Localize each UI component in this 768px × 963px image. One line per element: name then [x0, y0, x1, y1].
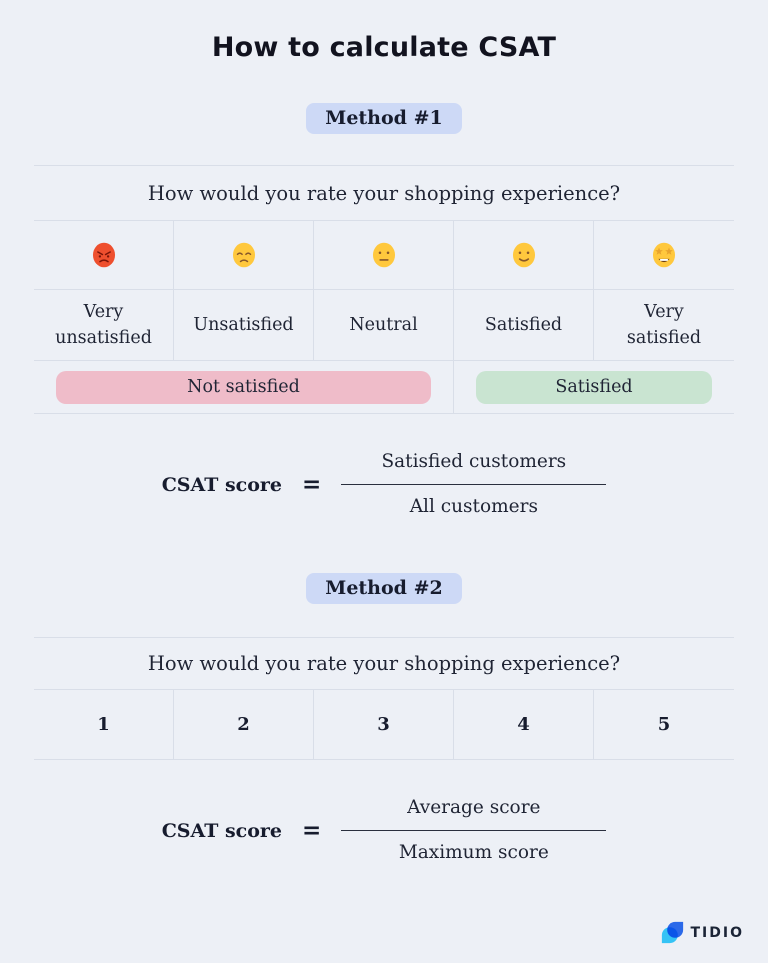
formula1-denominator: All customers [409, 496, 538, 517]
satisfied-group: Satisfied [454, 361, 734, 413]
disappointed-face-icon [232, 242, 255, 268]
tidio-branding: TIDIO [661, 921, 745, 944]
formula2-numerator: Average score [341, 796, 607, 831]
scale-cell-1 [34, 221, 174, 289]
formula1-numerator: Satisfied customers [341, 450, 607, 485]
formula2-lhs: CSAT score [161, 819, 283, 842]
formula2-fraction: Average score Maximum score [341, 796, 607, 865]
scale-label-3: Neutral [314, 290, 454, 360]
scale-number-2: 2 [174, 690, 314, 759]
satisfied-pill: Satisfied [476, 370, 712, 404]
label-scale-row: Very unsatisfied Unsatisfied Neutral Sat… [34, 290, 734, 361]
formula2-denominator: Maximum score [398, 842, 549, 863]
csat-formula-method1: CSAT score = Satisfied customers All cus… [0, 450, 768, 519]
scale-cell-4 [454, 221, 594, 289]
not-satisfied-pill: Not satisfied [56, 370, 431, 404]
star-struck-face-icon [652, 242, 676, 268]
scale-cell-5 [594, 221, 734, 289]
method2-rating-table: How would you rate your shopping experie… [34, 637, 734, 760]
numeric-scale-row: 1 2 3 4 5 [34, 690, 734, 760]
method1-rating-table: How would you rate your shopping experie… [34, 165, 734, 414]
method2-badge-row: Method #2 [0, 573, 768, 604]
scale-label-1: Very unsatisfied [34, 290, 174, 360]
scale-number-5: 5 [657, 714, 671, 735]
tidio-logo-icon [661, 921, 683, 944]
angry-face-icon [92, 242, 115, 268]
survey-question-2: How would you rate your shopping experie… [34, 637, 734, 690]
tidio-wordmark: TIDIO [690, 924, 744, 941]
sentiment-group-row: Not satisfied Satisfied [34, 361, 734, 414]
formula2-equals-sign: = [302, 817, 322, 844]
neutral-face-icon [372, 242, 395, 268]
scale-label-2: Unsatisfied [174, 290, 314, 360]
scale-cell-3 [314, 221, 454, 289]
scale-number-4: 4 [454, 690, 594, 759]
method2-badge: Method #2 [306, 573, 462, 604]
slightly-smiling-face-icon [512, 242, 535, 268]
method1-badge-row: Method #1 [0, 103, 768, 134]
scale-number-3: 3 [314, 690, 454, 759]
scale-cell-2 [174, 221, 314, 289]
page-title: How to calculate CSAT [211, 32, 557, 63]
emoji-scale-row [34, 221, 734, 290]
scale-label-5: Very satisfied [626, 302, 702, 348]
formula1-lhs: CSAT score [161, 473, 283, 496]
scale-number-1: 1 [34, 690, 174, 759]
not-satisfied-group: Not satisfied [34, 361, 454, 413]
method1-badge: Method #1 [306, 103, 462, 134]
csat-formula-method2: CSAT score = Average score Maximum score [0, 796, 768, 865]
formula1-equals-sign: = [302, 471, 322, 498]
formula1-fraction: Satisfied customers All customers [341, 450, 607, 519]
survey-question-1: How would you rate your shopping experie… [34, 165, 734, 221]
scale-label-4: Satisfied [454, 290, 594, 360]
